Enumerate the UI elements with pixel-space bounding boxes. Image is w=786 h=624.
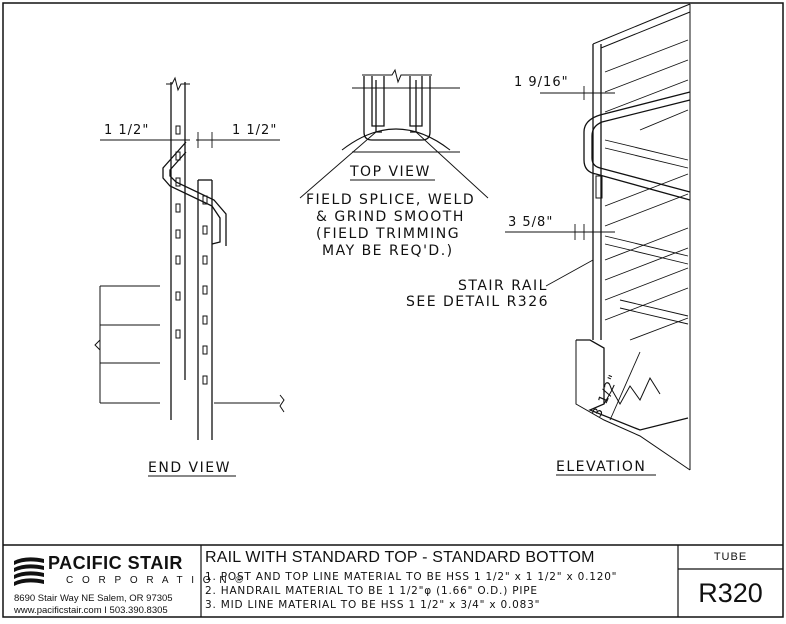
end-view [94, 76, 285, 440]
stair-hatching [604, 39, 689, 341]
notes-block: RAIL WITH STANDARD TOP - STANDARD BOTTOM… [201, 545, 677, 618]
elevation-dim-mid: 3 5/8" [508, 215, 553, 230]
material-note-3: 3. MID LINE MATERIAL TO BE HSS 1 1/2" x … [205, 599, 541, 611]
drawing-number: R320 [698, 578, 763, 608]
elevation-callout-line-2: SEE DETAIL R326 [406, 294, 549, 310]
top-view-note-line-4: MAY BE REQ'D.) [322, 243, 454, 259]
end-view-dim-left: 1 1/2" [104, 123, 149, 138]
elevation-callout-line-1: STAIR RAIL [458, 278, 548, 294]
company-logo-block: PACIFIC STAIR C O R P O R A T I O N ® 86… [4, 545, 243, 618]
post-holes-left [175, 125, 181, 339]
company-web-phone: www.pacificstair.com I 503.390.8305 [14, 605, 168, 616]
elevation-dim-top: 1 9/16" [514, 75, 569, 90]
title-block: PACIFIC STAIR C O R P O R A T I O N ® 86… [0, 545, 786, 620]
elevation-dim-bottom: 3 1/2" [590, 372, 622, 419]
company-address: 8690 Stair Way NE Salem, OR 97305 [14, 593, 173, 604]
stair-logo-icon [14, 557, 44, 586]
end-view-title: END VIEW [148, 460, 231, 476]
material-note-2: 2. HANDRAIL MATERIAL TO BE 1 1/2"φ (1.66… [205, 585, 538, 597]
drawing-title: RAIL WITH STANDARD TOP - STANDARD BOTTOM [205, 549, 595, 566]
company-name: PACIFIC STAIR [48, 553, 183, 573]
top-view-note-line-1: FIELD SPLICE, WELD [306, 192, 475, 208]
top-view [299, 68, 489, 199]
end-view-dim-right: 1 1/2" [232, 123, 277, 138]
drawing-number-block: R320 [678, 569, 783, 618]
category-block: TUBE [678, 545, 783, 569]
top-view-note-line-3: (FIELD TRIMMING [316, 226, 460, 242]
category-label: TUBE [713, 551, 748, 563]
top-view-title: TOP VIEW [349, 164, 431, 180]
top-view-note-line-2: & GRIND SMOOTH [316, 209, 465, 225]
post-holes-right [202, 195, 208, 385]
elevation-title: ELEVATION [556, 459, 646, 475]
elevation-view [505, 3, 691, 471]
company-subtitle: C O R P O R A T I O N ® [66, 575, 246, 586]
material-note-1: 1. POST AND TOP LINE MATERIAL TO BE HSS … [205, 571, 618, 583]
